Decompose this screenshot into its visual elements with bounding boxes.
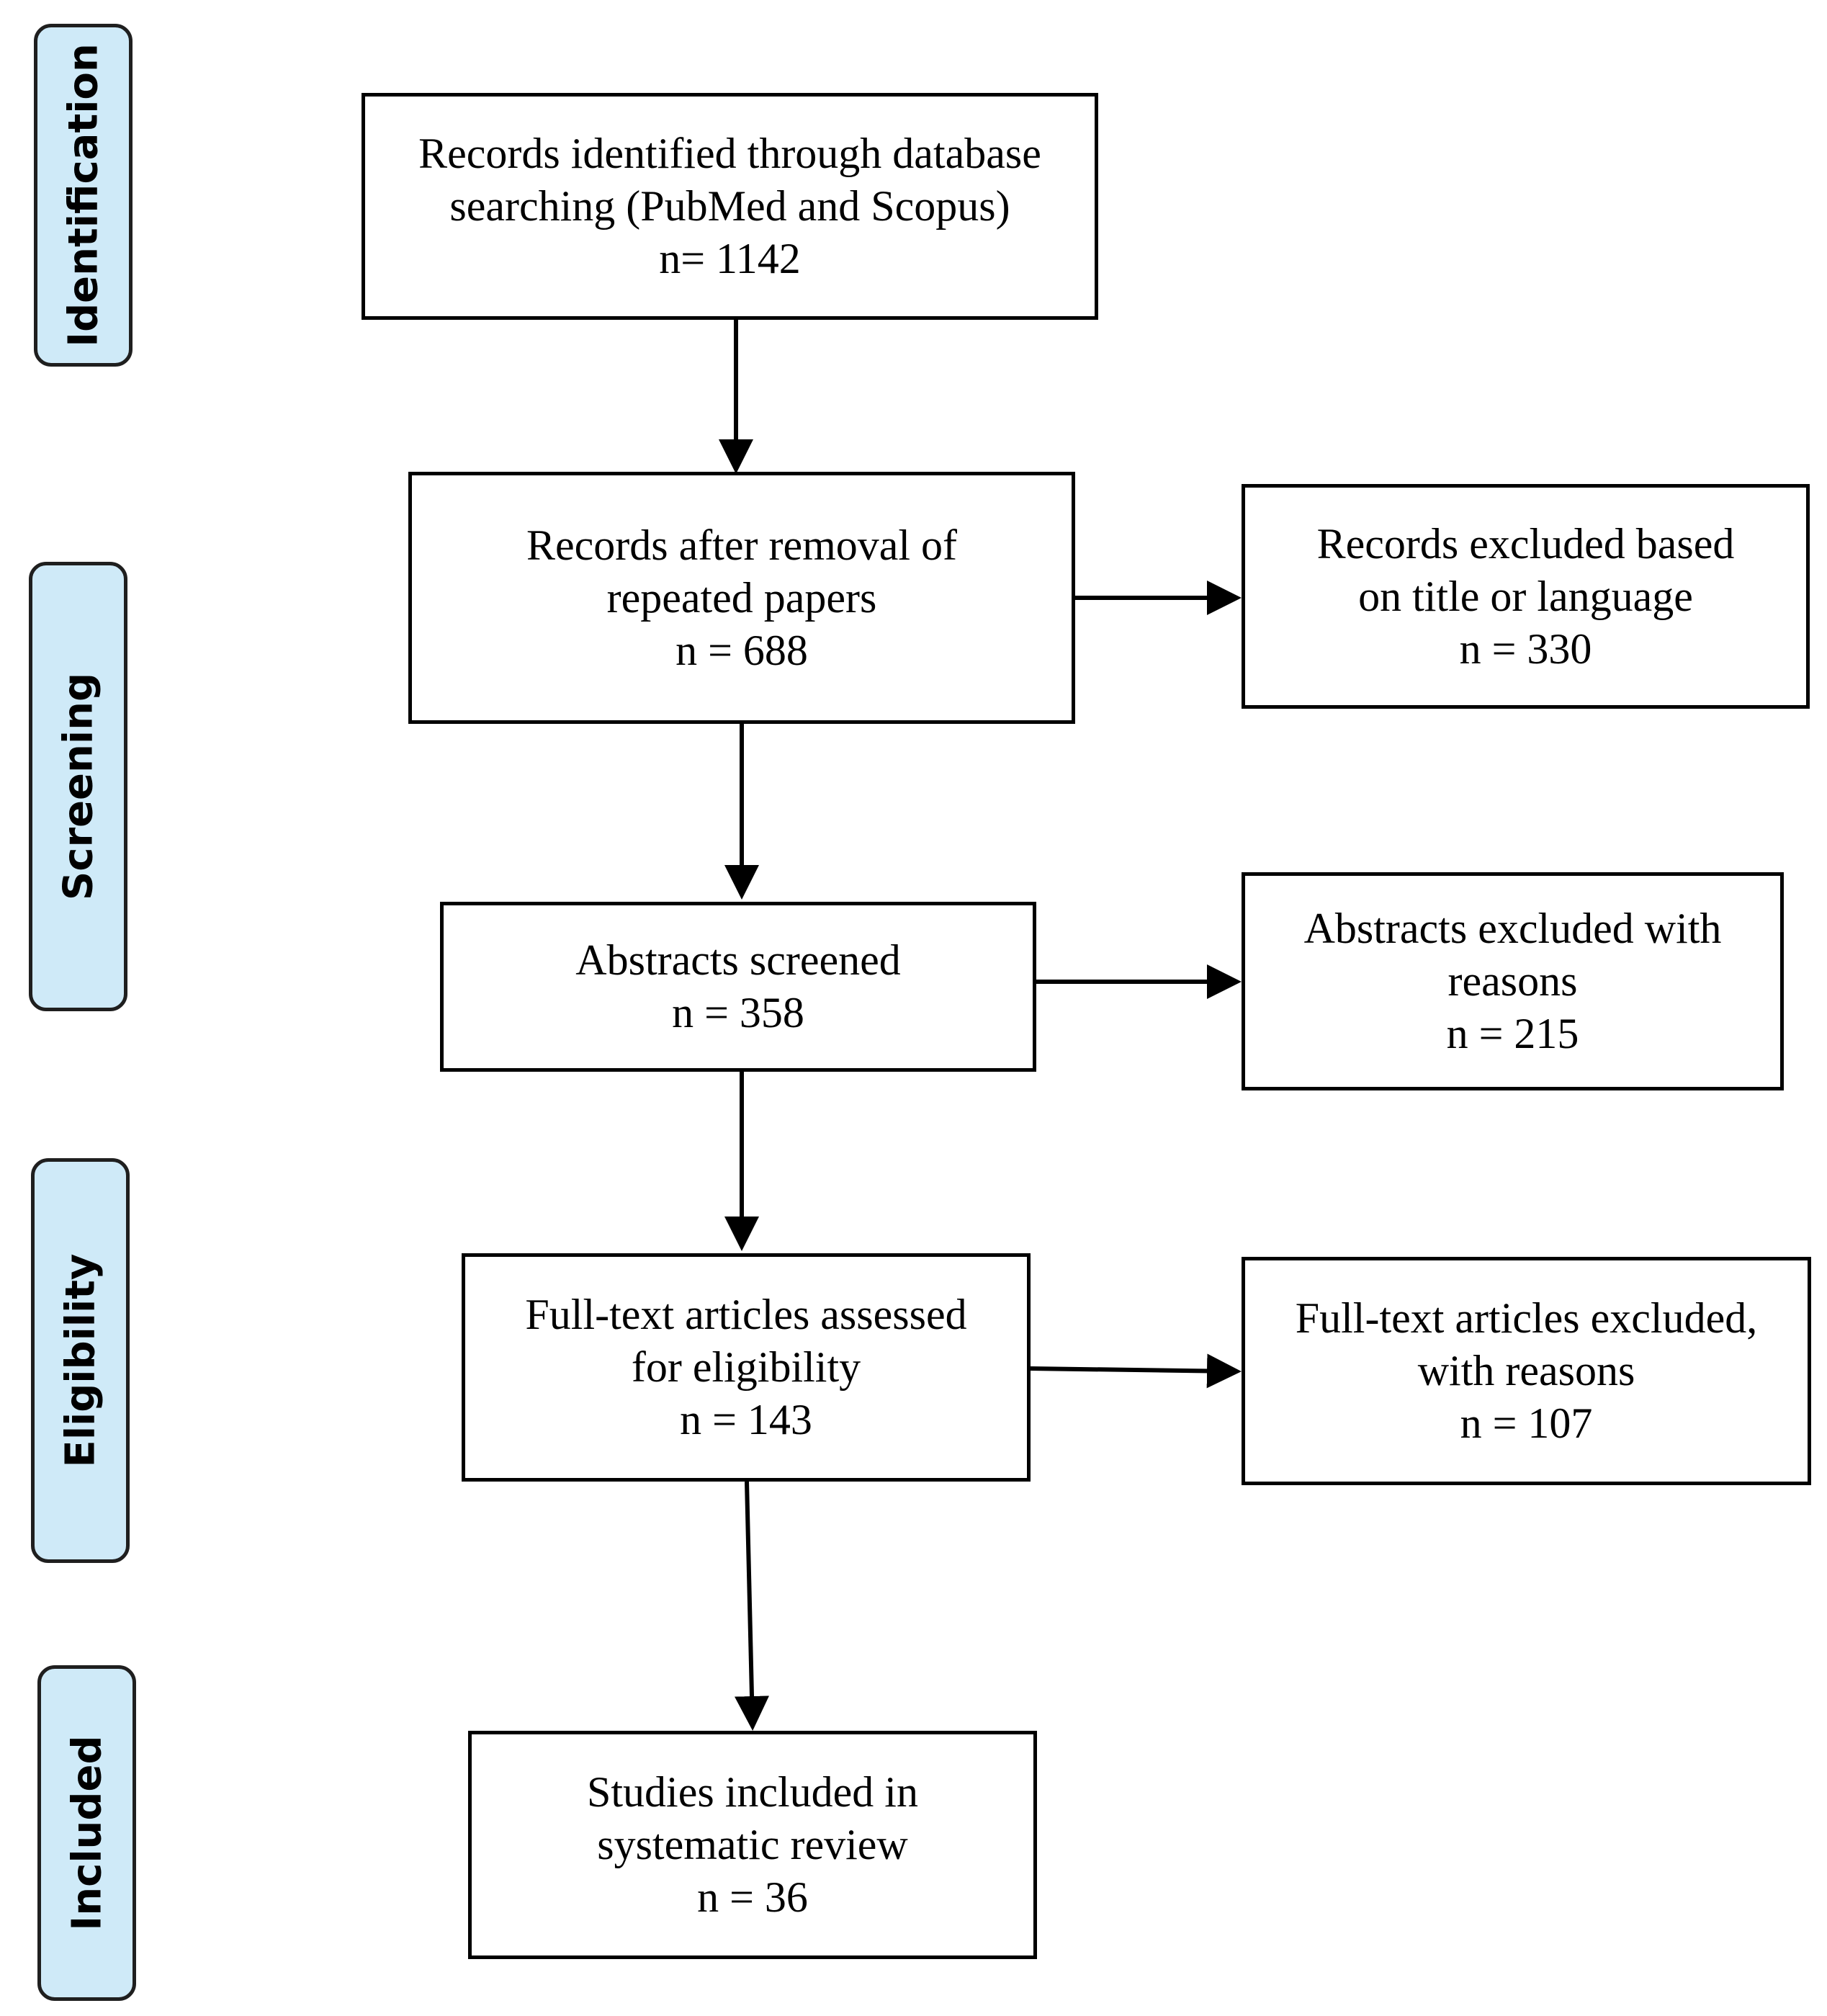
stage-identification: Identification [34, 24, 133, 367]
box-records-identified: Records identified through database sear… [362, 93, 1098, 320]
stage-included: Included [37, 1665, 136, 2001]
box-fulltext-excluded-line1: Full-text articles excluded, [1295, 1294, 1758, 1342]
box-abstracts-screened-line1: Abstracts screened [575, 936, 901, 984]
box-records-identified-line2: searching (PubMed and Scopus) [449, 182, 1010, 230]
box-fulltext-excluded-line2: with reasons [1417, 1347, 1635, 1394]
box-records-after-removal-count: n = 688 [675, 626, 808, 674]
stage-eligibility: Eligibility [31, 1158, 130, 1563]
box-records-excluded-title-count: n = 330 [1459, 624, 1592, 673]
box-fulltext-assessed-line1: Full-text articles assessed [525, 1291, 967, 1338]
box-records-identified-line1: Records identified through database [418, 130, 1041, 177]
box-abstracts-screened: Abstracts screened n = 358 [440, 902, 1036, 1072]
box-records-after-removal-line1: Records after removal of [526, 521, 958, 569]
box-abstracts-excluded-line1: Abstracts excluded with [1303, 905, 1722, 952]
box-abstracts-screened-count: n = 358 [672, 989, 804, 1036]
box-records-excluded-title-line1: Records excluded based [1316, 519, 1735, 568]
box-studies-included-line2: systematic review [597, 1821, 908, 1868]
box-fulltext-excluded: Full-text articles excluded, with reason… [1242, 1257, 1811, 1485]
box-fulltext-assessed-count: n = 143 [680, 1396, 812, 1443]
box-studies-included-line1: Studies included in [587, 1768, 918, 1816]
stage-screening: Screening [29, 562, 127, 1011]
box-fulltext-excluded-count: n = 107 [1460, 1399, 1593, 1447]
box-abstracts-excluded-count: n = 215 [1446, 1010, 1579, 1057]
box-records-excluded-title-line2: on title or language [1358, 572, 1693, 620]
box-abstracts-excluded: Abstracts excluded with reasons n = 215 [1242, 872, 1784, 1090]
box-records-excluded-title: Records excluded based on title or langu… [1242, 484, 1810, 709]
box-abstracts-excluded-line2: reasons [1447, 957, 1578, 1005]
box-fulltext-assessed: Full-text articles assessed for eligibil… [462, 1253, 1031, 1482]
box-records-identified-count: n= 1142 [659, 235, 801, 282]
arrow-fulltext-to-fulltext-excluded [1029, 1353, 1242, 1389]
box-studies-included-count: n = 36 [697, 1873, 808, 1921]
box-fulltext-assessed-line2: for eligibility [631, 1343, 861, 1391]
arrow-fulltext-to-included [735, 1481, 770, 1731]
box-studies-included: Studies included in systematic review n … [468, 1731, 1037, 1959]
box-records-after-removal-line2: repeated papers [606, 573, 877, 622]
box-records-after-removal: Records after removal of repeated papers… [408, 472, 1075, 724]
